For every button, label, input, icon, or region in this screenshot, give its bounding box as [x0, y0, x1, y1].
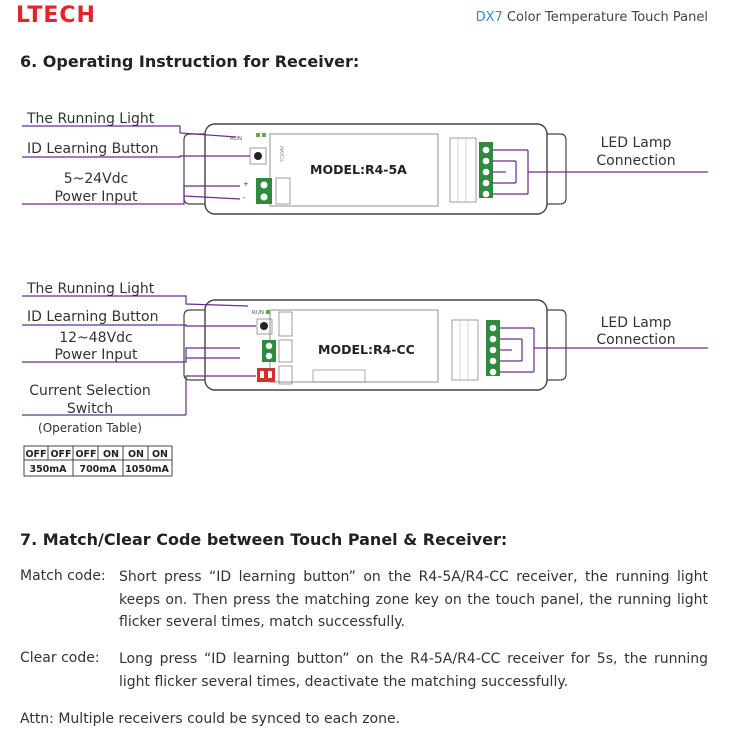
svg-text:+: +: [243, 180, 249, 188]
logo-text: LTECH: [16, 3, 96, 26]
mounting-ear-right: [547, 309, 567, 381]
label-current-selection: Current Selection: [29, 383, 151, 399]
receiver-r4-5a-diagram: RUN MATCH + - MODEL:R4-5A: [22, 111, 708, 215]
label-id-learning-button: ID Learning Button: [27, 141, 158, 157]
id-learning-button-icon: [254, 152, 262, 160]
label-voltage: 12~48Vdc: [59, 330, 133, 346]
label-voltage: 5~24Vdc: [64, 171, 129, 187]
label-switch: Switch: [67, 401, 113, 417]
table-cell: OFF: [25, 449, 46, 460]
attention-note: Attn: Multiple receivers could be synced…: [20, 711, 401, 727]
mounting-ear-right: [547, 133, 567, 205]
label-operation-table: (Operation Table): [38, 421, 142, 435]
table-cell: 1050mA: [125, 464, 169, 475]
dip-switch: [257, 368, 275, 382]
clear-code-label: Clear code:: [20, 650, 100, 666]
svg-text:-: -: [243, 194, 246, 202]
table-cell: 350mA: [29, 464, 67, 475]
svg-text:MATCH: MATCH: [278, 146, 284, 162]
table-cell: 700mA: [79, 464, 117, 475]
clear-code-text: Long press “ID learning button” on the R…: [119, 651, 708, 690]
running-light-led: [256, 133, 260, 137]
label-running-light: The Running Light: [26, 281, 155, 297]
table-cell: ON: [103, 449, 119, 460]
svg-text:RUN: RUN: [230, 136, 242, 142]
label-id-learning-button: ID Learning Button: [27, 309, 158, 325]
match-code-label: Match code:: [20, 568, 106, 584]
svg-text:RUN: RUN: [252, 310, 264, 316]
match-code-text: Short press “ID learning button” on the …: [119, 569, 708, 630]
table-cell: OFF: [75, 449, 96, 460]
running-light-led: [266, 310, 270, 314]
model-label: MODEL:R4-CC: [318, 342, 415, 357]
label-led-lamp: LED Lamp: [601, 135, 672, 151]
section-7-heading: 7. Match/Clear Code between Touch Panel …: [20, 530, 508, 549]
mounting-ear-left: [183, 133, 205, 205]
label-power-input: Power Input: [54, 347, 138, 363]
power-terminal: [262, 340, 276, 362]
mounting-ear-left: [183, 309, 205, 381]
operation-table: [23, 445, 173, 477]
document-title: DX7 Color Temperature Touch Panel: [476, 10, 708, 25]
ltech-logo: LTECH: [16, 3, 96, 26]
table-cell: OFF: [50, 449, 71, 460]
label-running-light: The Running Light: [26, 111, 155, 127]
label-led-lamp: LED Lamp: [601, 315, 672, 331]
label-connection: Connection: [596, 153, 675, 169]
section-6-heading: 6. Operating Instruction for Receiver:: [20, 52, 360, 71]
id-learning-button-icon: [260, 322, 268, 330]
label-power-input: Power Input: [54, 189, 138, 205]
product-title: Color Temperature Touch Panel: [502, 10, 708, 25]
label-connection: Connection: [596, 332, 675, 348]
model-label: MODEL:R4-5A: [310, 162, 407, 177]
power-terminal: [256, 178, 272, 204]
table-cell: ON: [152, 449, 168, 460]
table-cell: ON: [128, 449, 144, 460]
receiver-r4-cc-diagram: RUN MODEL:R4-CC: [22, 281, 708, 477]
model-name: DX7: [475, 10, 503, 25]
